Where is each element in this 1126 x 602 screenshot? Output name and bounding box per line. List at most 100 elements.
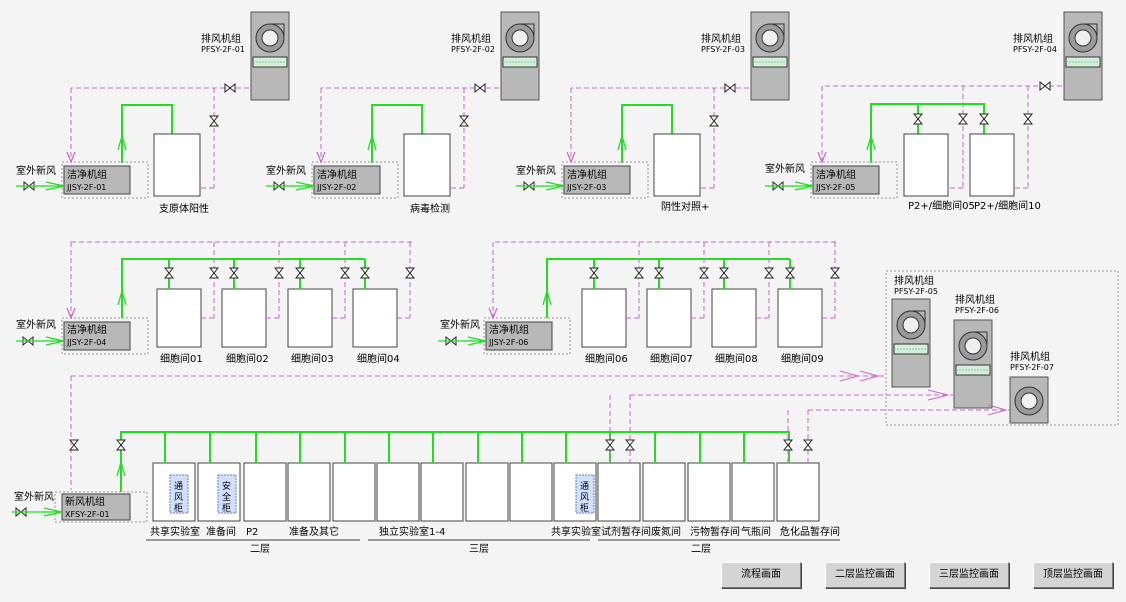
damper-valve-icon[interactable] (229, 267, 239, 279)
floor3-monitor-button[interactable]: 三层监控画面 (929, 562, 1009, 588)
exhaust-unit-code: PFSY-2F-04 (1013, 45, 1057, 54)
damper-valve-icon[interactable] (360, 267, 370, 279)
exhaust-fan-icon[interactable] (250, 11, 290, 101)
room-label: 准备间 (206, 525, 236, 538)
exhaust-fan-icon[interactable] (750, 11, 790, 101)
damper-valve-icon[interactable] (764, 267, 774, 279)
room-box (420, 462, 464, 522)
exhaust-unit-label: 排风机组 (894, 274, 934, 287)
exhaust-unit-code: PFSY-2F-03 (701, 45, 745, 54)
fresh-unit-label: 新风机组 (65, 495, 105, 508)
exhaust-unit-code: PFSY-2F-07 (1010, 363, 1054, 372)
room-box (597, 462, 641, 522)
top-floor-monitor-button[interactable]: 顶层监控画面 (1033, 562, 1113, 588)
clean-unit-label: 洁净机组 (317, 168, 357, 181)
damper-valve-icon[interactable] (625, 439, 635, 451)
room-box (352, 288, 398, 348)
room-label: 废氮间 (651, 525, 681, 538)
fresh-air-label: 室外新风 (16, 164, 56, 177)
floor2-monitor-button[interactable]: 二层监控画面 (825, 562, 905, 588)
floor-label: 三层 (469, 543, 489, 555)
room-box (581, 288, 627, 348)
clean-unit-code: JJSY-2F-06 (488, 338, 528, 347)
room-box (332, 462, 376, 522)
exhaust-fan-icon[interactable] (953, 319, 993, 409)
damper-valve-icon[interactable] (589, 267, 599, 279)
cabinet-label: 安全柜 (222, 480, 231, 514)
clean-unit-code: JJSY-2F-05 (815, 183, 855, 192)
room-label: 污物暂存间 (690, 525, 740, 538)
damper-valve-icon[interactable] (164, 267, 174, 279)
damper-valve-icon[interactable] (830, 267, 840, 279)
room-label: 共享实验室 (551, 525, 601, 538)
room-label: 细胞间02 (226, 352, 269, 365)
fume-cabinet (575, 474, 595, 514)
fresh-air-label: 室外新风 (765, 162, 805, 175)
clean-unit-code: JJSY-2F-04 (66, 338, 106, 347)
exhaust-unit-code: PFSY-2F-05 (894, 287, 938, 296)
exhaust-fan-icon[interactable] (891, 298, 931, 388)
room-label: 危化品暂存间 (780, 525, 840, 538)
process-screen-button[interactable]: 流程画面 (721, 562, 801, 588)
room-box (687, 462, 731, 522)
room-box (243, 462, 287, 522)
cabinet-label: 通风柜 (580, 481, 589, 514)
clean-unit-code: JJSY-2F-01 (66, 183, 106, 192)
room-label: 细胞间09 (781, 352, 824, 365)
exhaust-unit-label: 排风机组 (1013, 32, 1053, 45)
exhaust-unit-label: 排风机组 (201, 32, 241, 45)
room-box (777, 288, 823, 348)
fresh-unit-code: XFSY-2F-01 (65, 510, 110, 519)
damper-valve-icon[interactable] (274, 267, 284, 279)
room-box (642, 462, 686, 522)
damper-valve-icon[interactable] (634, 267, 644, 279)
fresh-air-label: 室外新风 (14, 490, 54, 503)
room-label: 细胞间08 (715, 352, 758, 365)
damper-valve-icon[interactable] (699, 267, 709, 279)
room-label: 病毒检测 (410, 202, 450, 215)
room-label: 试剂暂存间 (601, 525, 651, 538)
floor-label: 二层 (250, 543, 270, 555)
room-label: 细胞间01 (160, 352, 203, 365)
room-box (731, 462, 775, 522)
room-label: 细胞间07 (650, 352, 693, 365)
room-label: 共享实验室 (150, 525, 200, 538)
fresh-air-label: 室外新风 (16, 318, 56, 331)
floor-label: 二层 (691, 543, 711, 555)
exhaust-fan-icon[interactable] (1009, 376, 1049, 424)
room-label: 气瓶间 (741, 525, 771, 538)
room-box (465, 462, 509, 522)
damper-valve-icon[interactable] (605, 439, 615, 451)
damper-valve-icon[interactable] (785, 267, 795, 279)
room-box (646, 288, 692, 348)
damper-valve-icon[interactable] (209, 267, 219, 279)
room-box (221, 288, 267, 348)
exhaust-unit-label: 排风机组 (1010, 350, 1050, 363)
damper-valve-icon[interactable] (405, 267, 415, 279)
fresh-air-label: 室外新风 (516, 164, 556, 177)
exhaust-unit-label: 排风机组 (955, 293, 995, 306)
fresh-air-label: 室外新风 (440, 318, 480, 331)
exhaust-fan-icon[interactable] (1063, 11, 1103, 101)
clean-unit-code: JJSY-2F-02 (316, 183, 356, 192)
clean-unit-label: 洁净机组 (489, 323, 529, 336)
cabinet-label: 通风柜 (174, 481, 183, 514)
room-label: 细胞间04 (357, 352, 400, 365)
room-label: 细胞间03 (291, 352, 334, 365)
clean-unit-label: 洁净机组 (567, 168, 607, 181)
clean-unit-label: 洁净机组 (67, 323, 107, 336)
room-box (776, 462, 820, 522)
room-box (287, 288, 333, 348)
room-label: 准备及其它 (289, 525, 339, 538)
damper-valve-icon[interactable] (295, 267, 305, 279)
damper-valve-icon[interactable] (654, 267, 664, 279)
room-label: 细胞间06 (585, 352, 628, 365)
exhaust-unit-label: 排风机组 (451, 32, 491, 45)
damper-valve-icon[interactable] (719, 267, 729, 279)
room-box (376, 462, 420, 522)
exhaust-fan-icon[interactable] (500, 11, 540, 101)
damper-valve-icon[interactable] (340, 267, 350, 279)
fume-cabinet (169, 474, 189, 514)
damper-valve-icon[interactable] (803, 439, 813, 451)
damper-valve-icon[interactable] (783, 439, 793, 451)
